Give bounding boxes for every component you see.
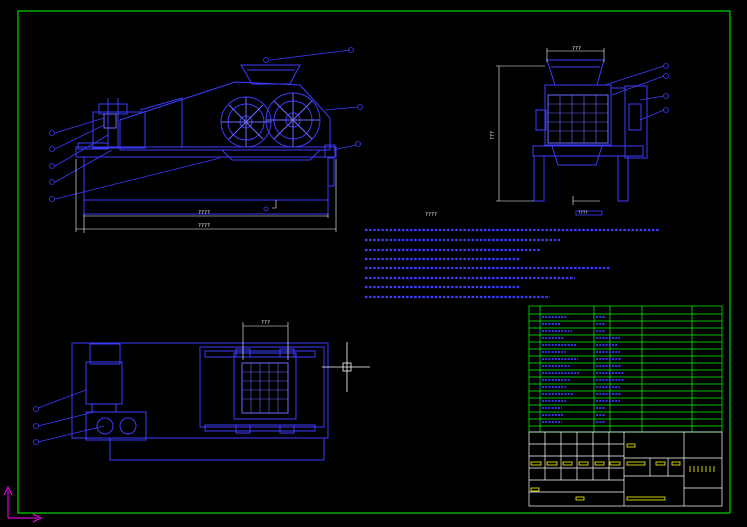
front-dim-total-length: ????	[198, 223, 210, 229]
title-block-entries	[530, 443, 715, 501]
side-view[interactable]	[532, 59, 648, 202]
front-view-callouts	[49, 47, 363, 212]
front-dim-base-length: ????	[198, 210, 210, 216]
plan-dim-top: ???	[261, 320, 270, 326]
side-dim-top-width: ???	[572, 46, 581, 52]
side-dim-height: ???	[490, 131, 496, 140]
front-view[interactable]	[75, 64, 337, 215]
notes-heading: ????	[425, 212, 437, 218]
side-view-callouts	[604, 63, 669, 121]
ucs-axis-icon	[3, 485, 43, 523]
side-view-dimensions	[496, 48, 605, 205]
side-dim-bottom-box	[575, 210, 603, 216]
plan-view[interactable]	[71, 342, 329, 461]
plan-view-dimensions	[242, 322, 289, 360]
front-view-dimensions	[75, 159, 337, 233]
parts-list-entries	[542, 316, 624, 423]
crosshair-cursor-icon	[322, 342, 370, 392]
title-block[interactable]	[528, 431, 723, 507]
parts-list-table[interactable]	[528, 305, 723, 433]
drawing-border	[17, 10, 731, 514]
technical-notes: ????	[365, 212, 660, 299]
side-dim-bottom: ????	[578, 210, 588, 215]
plan-view-callouts	[33, 389, 105, 445]
